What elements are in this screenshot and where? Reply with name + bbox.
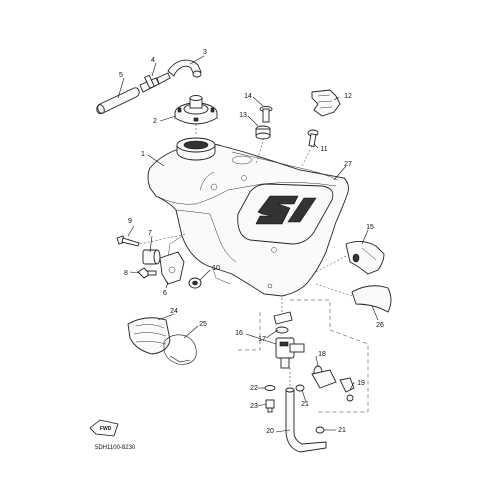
callout-10: 10 bbox=[212, 265, 220, 272]
part-7-damper bbox=[142, 249, 161, 265]
callout-23: 23 bbox=[250, 403, 258, 410]
callout-9: 9 bbox=[128, 218, 132, 225]
part-12-strap bbox=[311, 89, 341, 117]
callout-labels: 1 2 3 4 5 6 7 8 9 10 11 12 13 14 15 16 1… bbox=[119, 49, 384, 435]
part-16-fuel-cock bbox=[275, 337, 305, 369]
fwd-label: FWD bbox=[100, 426, 112, 432]
part-27-tank-decal bbox=[237, 183, 334, 245]
part-22-washer bbox=[264, 385, 276, 391]
callout-25: 25 bbox=[199, 321, 207, 328]
part-2-fuel-cap bbox=[174, 95, 218, 125]
part-19-lever bbox=[311, 369, 355, 402]
callout-14: 14 bbox=[244, 93, 252, 100]
part-21-clip bbox=[295, 384, 325, 434]
callout-1: 1 bbox=[141, 151, 145, 158]
part-15-cover bbox=[345, 241, 385, 275]
part-4-breather-fitting bbox=[139, 72, 171, 93]
part-14-bolt bbox=[259, 106, 273, 123]
callout-7: 7 bbox=[148, 230, 152, 237]
callout-5: 5 bbox=[119, 72, 123, 79]
part-25-band bbox=[163, 334, 197, 365]
part-5-vent-hose bbox=[96, 87, 140, 115]
diagram-code: 5DH1100-8230 bbox=[95, 445, 136, 451]
callout-2: 2 bbox=[153, 118, 157, 125]
assembly-guide-lines bbox=[139, 120, 353, 386]
part-9-bolt bbox=[116, 235, 140, 247]
part-6-bracket bbox=[159, 251, 185, 285]
callout-27: 27 bbox=[344, 161, 352, 168]
part-10-collar bbox=[188, 277, 202, 289]
part-8-bolt bbox=[137, 267, 157, 279]
callout-11: 11 bbox=[320, 146, 327, 153]
callout-4: 4 bbox=[151, 57, 155, 64]
callout-24: 24 bbox=[170, 308, 178, 315]
callout-13: 13 bbox=[239, 112, 247, 119]
callout-19: 19 bbox=[357, 380, 365, 387]
part-20-fuel-hose bbox=[285, 387, 327, 453]
callout-3: 3 bbox=[203, 49, 207, 56]
callout-12: 12 bbox=[344, 93, 352, 100]
part-11-bolt bbox=[307, 129, 319, 147]
part-24-pad-roll bbox=[127, 317, 171, 355]
callout-15: 15 bbox=[366, 224, 374, 231]
callout-20: 20 bbox=[266, 428, 274, 435]
part-23-screw bbox=[265, 399, 275, 413]
callout-17: 17 bbox=[258, 336, 266, 343]
callout-16: 16 bbox=[235, 330, 243, 337]
part-3-breather-hose bbox=[167, 59, 202, 78]
callout-22: 22 bbox=[250, 385, 258, 392]
part-13-damper bbox=[255, 125, 271, 140]
part-17-gasket bbox=[273, 311, 293, 334]
callout-18: 18 bbox=[318, 351, 326, 358]
callout-6: 6 bbox=[163, 290, 167, 297]
callout-21-b: 21 bbox=[338, 427, 346, 434]
callout-21-a: 21 bbox=[301, 401, 309, 408]
callout-leaders bbox=[117, 55, 379, 433]
part-26-pad bbox=[351, 285, 392, 313]
callout-26: 26 bbox=[376, 322, 384, 329]
callout-8: 8 bbox=[124, 270, 128, 277]
fwd-arrow-icon: FWD bbox=[89, 419, 119, 437]
fuel-cock-group-outline bbox=[236, 299, 369, 413]
